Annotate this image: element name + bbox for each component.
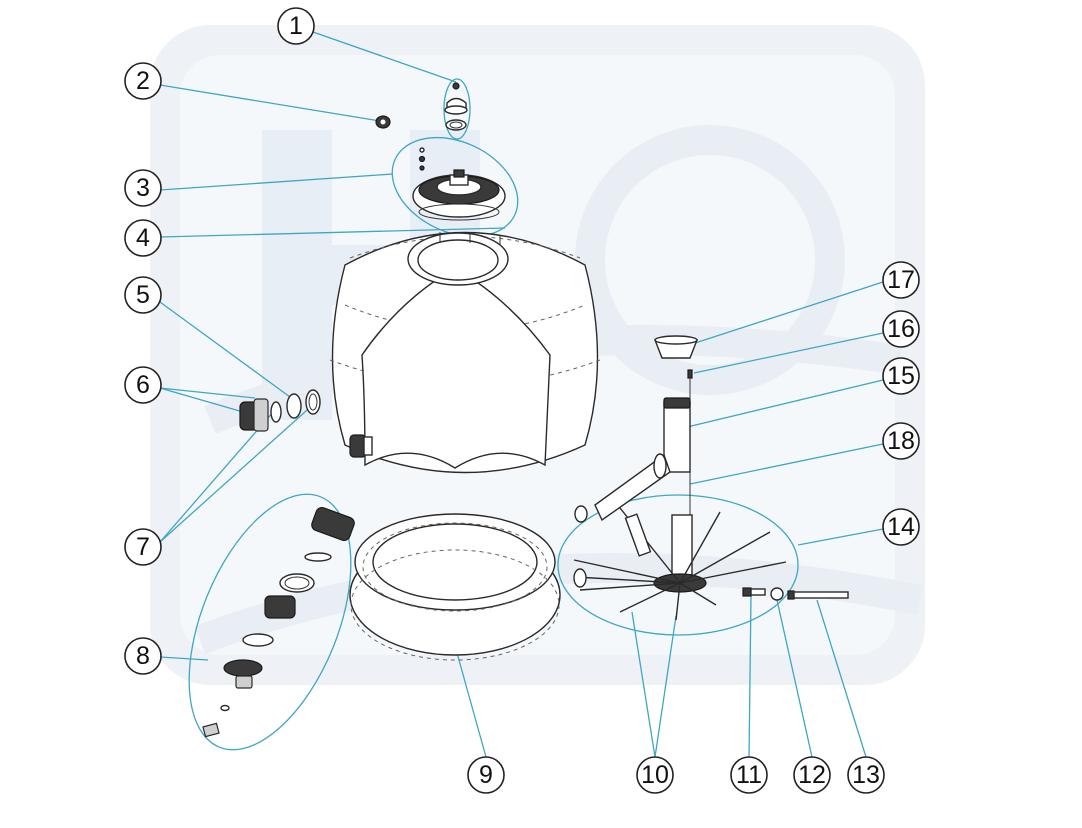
callout-6: 6 xyxy=(124,366,162,404)
group-ellipse-14 xyxy=(557,494,799,636)
svg-text:3: 3 xyxy=(136,174,150,202)
callout-5: 5 xyxy=(124,276,162,314)
part-lid xyxy=(412,147,506,218)
svg-text:17: 17 xyxy=(887,266,915,294)
group-ellipse-8 xyxy=(188,493,352,751)
part-lateral-collector xyxy=(573,507,787,621)
svg-text:5: 5 xyxy=(136,281,150,309)
part-union-fitting xyxy=(239,389,321,432)
group-ellipse-3 xyxy=(391,136,519,238)
svg-text:10: 10 xyxy=(641,761,669,789)
svg-text:15: 15 xyxy=(887,362,915,390)
callout-17: 17 xyxy=(882,261,920,299)
svg-text:16: 16 xyxy=(887,315,915,343)
svg-text:7: 7 xyxy=(136,533,150,561)
part-cap-assembly xyxy=(444,82,468,131)
svg-text:12: 12 xyxy=(798,761,826,789)
part-pressure-gauge xyxy=(375,115,391,129)
callout-9: 9 xyxy=(467,756,505,794)
callout-14: 14 xyxy=(882,508,920,546)
part-central-pipe xyxy=(574,335,699,576)
callout-18: 18 xyxy=(882,422,920,460)
callout-7: 7 xyxy=(124,528,162,566)
callout-1: 1 xyxy=(277,7,315,45)
callout-3: 3 xyxy=(124,169,162,207)
svg-text:13: 13 xyxy=(852,761,880,789)
callout-15: 15 xyxy=(882,357,920,395)
svg-text:14: 14 xyxy=(887,513,915,541)
svg-text:18: 18 xyxy=(887,427,915,455)
svg-text:2: 2 xyxy=(136,67,150,95)
svg-text:6: 6 xyxy=(136,371,150,399)
part-filter-tank xyxy=(329,231,601,474)
svg-text:1: 1 xyxy=(289,12,303,40)
part-lateral-pieces xyxy=(742,587,849,601)
part-lid-gasket xyxy=(418,203,500,221)
part-tank-base xyxy=(349,513,561,661)
callout-11: 11 xyxy=(730,756,768,794)
part-drain-valve-assembly xyxy=(202,506,355,738)
svg-text:8: 8 xyxy=(136,642,150,670)
callout-10: 10 xyxy=(636,756,674,794)
group-ellipse-1 xyxy=(443,78,471,140)
callout-8: 8 xyxy=(124,637,162,675)
callout-13: 13 xyxy=(847,756,885,794)
callout-16: 16 xyxy=(882,310,920,348)
svg-text:9: 9 xyxy=(479,761,493,789)
callout-4: 4 xyxy=(124,219,162,257)
callout-12: 12 xyxy=(793,756,831,794)
svg-text:4: 4 xyxy=(136,224,150,252)
callout-2: 2 xyxy=(124,62,162,100)
svg-text:11: 11 xyxy=(736,761,762,789)
leader-lines xyxy=(159,31,884,758)
